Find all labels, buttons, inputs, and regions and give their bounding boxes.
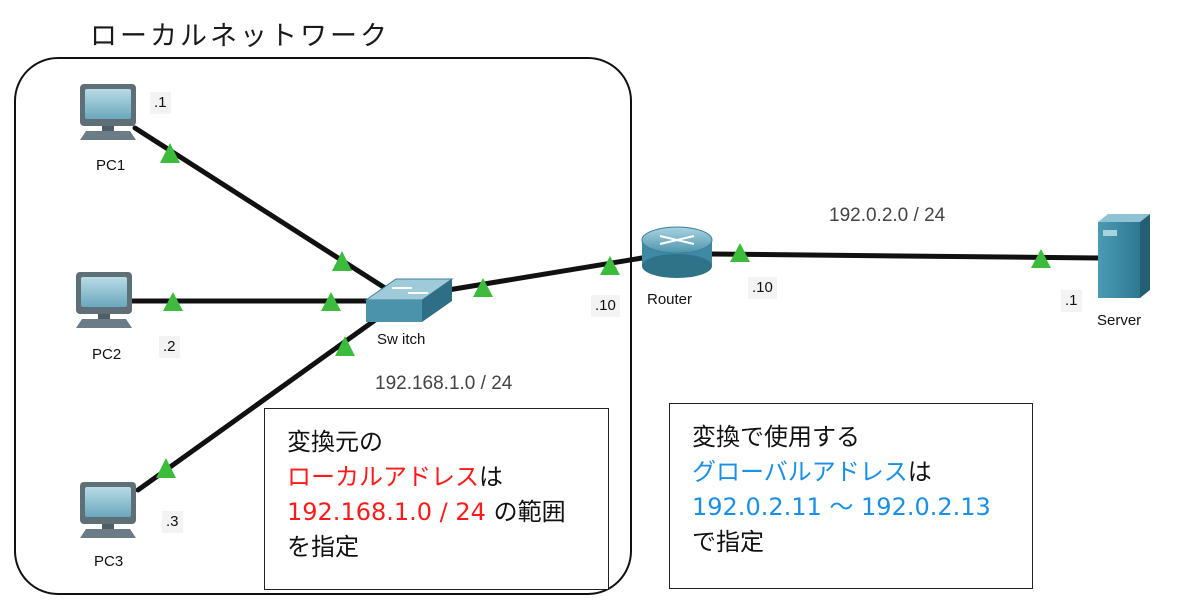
translated-note-range: 192.0.2.11 ～ 192.0.2.13	[692, 493, 991, 521]
translated-note-line4: で指定	[692, 528, 764, 556]
translated-note-line2: グローバルアドレスは	[692, 455, 1032, 490]
switch-label: Sw itch	[377, 331, 426, 348]
router-icon[interactable]	[641, 226, 713, 278]
pc1-computer-icon[interactable]	[80, 84, 136, 140]
link-indicator-pc1	[160, 143, 180, 163]
pc3-address: .3	[162, 511, 183, 533]
source-note-line3-suffix: の範囲	[485, 498, 566, 526]
switch-icon[interactable]	[364, 278, 454, 322]
translated-note-line1: 変換で使用する	[692, 423, 860, 451]
local-network-boundary	[14, 57, 632, 595]
translated-address-note: 変換で使用する グローバルアドレスは 192.0.2.11 ～ 192.0.2.…	[669, 403, 1033, 589]
link-router-server	[709, 251, 1101, 261]
lan-network-label: 192.168.1.0 / 24	[375, 373, 513, 394]
wan-network-label: 192.0.2.0 / 24	[829, 205, 946, 226]
link-indicator-switch-pc2	[321, 292, 341, 311]
pc3-label: PC3	[94, 553, 124, 570]
link-indicator-router-wan	[730, 243, 750, 262]
translated-note-global-address: グローバルアドレス	[692, 458, 908, 486]
link-indicator-switch-pc3	[335, 336, 355, 356]
router-label: Router	[647, 291, 693, 308]
source-note-line4: を指定	[287, 533, 359, 561]
source-note-line1: 変換元の	[287, 428, 383, 456]
link-indicator-switch-router	[473, 278, 493, 297]
pc2-address: .2	[159, 336, 180, 358]
pc3-computer-icon[interactable]	[80, 482, 136, 538]
pc2-label: PC2	[92, 346, 122, 363]
diagram-title: ローカルネットワーク	[90, 21, 390, 52]
router-wan-address: .10	[748, 277, 777, 299]
link-indicator-pc3	[156, 458, 176, 478]
link-indicator-switch-pc1	[332, 251, 352, 271]
pc1-address: .1	[150, 92, 171, 114]
link-indicator-server	[1031, 249, 1051, 268]
source-note-line2: ローカルアドレスは	[287, 460, 608, 495]
source-note-line3: 192.168.1.0 / 24 の範囲	[287, 495, 608, 530]
server-address: .1	[1061, 290, 1082, 312]
source-address-note: 変換元の ローカルアドレスは 192.168.1.0 / 24 の範囲 を指定	[264, 408, 609, 590]
source-note-range: 192.168.1.0 / 24	[287, 498, 486, 526]
server-label: Server	[1097, 312, 1142, 329]
source-note-local-address: ローカルアドレス	[287, 463, 479, 491]
link-pc3-switch	[135, 315, 381, 493]
pc2-computer-icon[interactable]	[76, 272, 132, 328]
source-note-line2-suffix: は	[479, 463, 503, 491]
link-indicator-router-lan	[600, 256, 620, 275]
translated-note-line2-suffix: は	[907, 458, 932, 486]
server-icon[interactable]	[1098, 214, 1150, 298]
pc1-label: PC1	[96, 157, 126, 174]
router-lan-address: .10	[591, 295, 620, 317]
link-indicator-pc2	[163, 292, 183, 311]
